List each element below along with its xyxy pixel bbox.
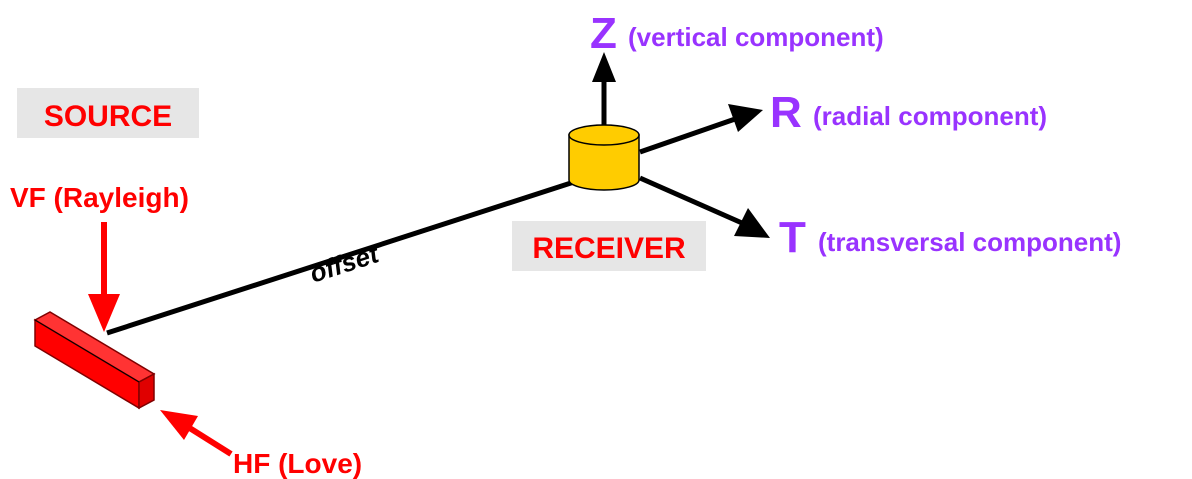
source-label: SOURCE — [44, 100, 172, 133]
hf-arrow — [186, 424, 233, 457]
vf-label: VF (Rayleigh) — [10, 182, 189, 213]
source-label-box — [17, 88, 199, 138]
receiver-label-box — [512, 221, 706, 271]
vf-arrowhead — [88, 294, 120, 332]
r-arrow — [639, 115, 739, 155]
r-arrowhead — [728, 104, 763, 132]
source-block — [33, 311, 156, 410]
z-desc: (vertical component) — [628, 22, 884, 52]
offset-line — [106, 179, 575, 336]
offset-label: offset — [306, 238, 383, 289]
t-arrow — [638, 175, 744, 226]
z-arrowhead — [592, 52, 616, 82]
receiver-cylinder — [568, 124, 640, 191]
hf-label: HF (Love) — [233, 448, 362, 479]
hf-arrowhead — [160, 410, 198, 440]
r-desc: (radial component) — [813, 101, 1047, 131]
r-letter: R — [770, 88, 802, 137]
t-arrowhead — [734, 208, 770, 238]
receiver-label: RECEIVER — [532, 232, 686, 265]
t-letter: T — [779, 213, 806, 262]
t-desc: (transversal component) — [818, 227, 1121, 257]
z-letter: Z — [590, 9, 617, 58]
